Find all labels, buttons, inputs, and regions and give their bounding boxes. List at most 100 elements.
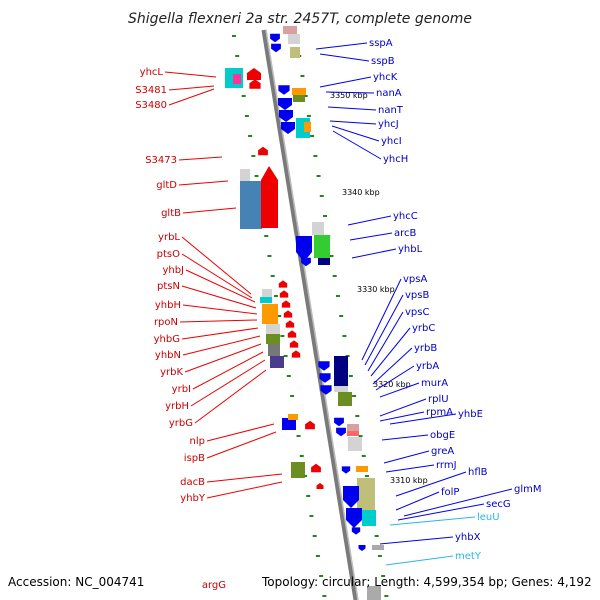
gene-label-rpoN[interactable]: rpoN (154, 317, 178, 328)
leader-line-yhcL (164, 71, 217, 78)
leader-line-yrbI (192, 351, 264, 390)
leader-line-yrbK (184, 343, 262, 373)
leader-line-yhcH (332, 130, 382, 160)
gene-label-ptsO[interactable]: ptsO (157, 249, 180, 260)
gene-label-rrmJ[interactable]: rrmJ (436, 460, 457, 471)
leader-line-yhbY (206, 481, 283, 499)
gene-label-gltD[interactable]: gltD (156, 180, 177, 191)
gene-label-folP[interactable]: folP (441, 487, 459, 498)
leader-line-yhcI (331, 125, 380, 142)
gene-label-dacB[interactable]: dacB (180, 477, 205, 488)
reverse-strand-features (270, 26, 384, 600)
leader-line-yhbL (351, 248, 397, 259)
gene-label-gltB[interactable]: gltB (161, 208, 181, 219)
leader-line-yhcK (319, 76, 372, 88)
gene-label-yhbN[interactable]: yhbN (155, 350, 181, 361)
gene-label-yhbE[interactable]: yhbE (458, 409, 483, 420)
leader-line-yrbG (194, 369, 267, 424)
gene-label-secG[interactable]: secG (486, 499, 511, 510)
leader-line-gltB (182, 207, 237, 214)
leader-line-murA (379, 382, 420, 398)
gene-label-arcB[interactable]: arcB (394, 228, 417, 239)
gene-label-yhbY[interactable]: yhbY (180, 493, 206, 504)
map-title: Shigella flexneri 2a str. 2457T, complet… (128, 11, 472, 27)
gene-label-vpsC[interactable]: vpsC (405, 307, 429, 318)
kbp-label-3350: 3350 kbp (330, 91, 368, 100)
gene-label-yrbH[interactable]: yrbH (165, 401, 189, 412)
gene-label-yhcI[interactable]: yhcI (381, 136, 402, 147)
leader-line-yhbN (182, 335, 261, 356)
leader-line-ispB (206, 431, 277, 459)
leader-line-vpsB (364, 294, 404, 366)
gene-label-yrbI[interactable]: yrbI (172, 384, 191, 395)
genome-backbone (261, 29, 359, 600)
gene-label-sspA[interactable]: sspA (369, 38, 393, 49)
kbp-label-3330: 3330 kbp (357, 285, 395, 294)
gene-label-metY[interactable]: metY (455, 551, 482, 562)
gene-label-ptsN[interactable]: ptsN (157, 281, 180, 292)
leader-line-vpsA (361, 278, 402, 361)
leader-line-secG (397, 503, 485, 521)
gene-label-vpsA[interactable]: vpsA (403, 274, 427, 285)
leader-line-folP (395, 491, 440, 511)
kbp-scale: 3350 kbp 3340 kbp 3330 kbp 3320 kbp 3310… (330, 91, 428, 485)
gene-label-argG[interactable]: argG (202, 580, 226, 591)
gene-label-greA[interactable]: greA (431, 446, 454, 457)
gene-label-yhbH[interactable]: yhbH (155, 300, 181, 311)
gene-label-leuU[interactable]: leuU (477, 512, 500, 523)
gene-label-yhcC[interactable]: yhcC (393, 211, 418, 222)
gene-label-yhbJ[interactable]: yhbJ (162, 265, 184, 276)
leader-lines (164, 42, 513, 566)
gene-label-nanT[interactable]: nanT (378, 105, 404, 116)
gene-label-yhcH[interactable]: yhcH (383, 154, 408, 165)
leader-line-dacB (206, 473, 283, 483)
kbp-label-3310: 3310 kbp (390, 476, 428, 485)
leader-line-yhbJ (185, 269, 256, 303)
gene-label-yhbG[interactable]: yhbG (154, 334, 180, 345)
gene-label-ispB[interactable]: ispB (184, 453, 205, 464)
gene-label-S3473[interactable]: S3473 (145, 155, 177, 166)
leader-line-rpmA (379, 411, 425, 422)
leader-line-rplU (379, 398, 427, 417)
gene-label-yrbK[interactable]: yrbK (160, 367, 183, 378)
leader-line-ptsO (181, 253, 253, 299)
leader-line-S3480 (168, 88, 215, 106)
gene-label-hflB[interactable]: hflB (468, 467, 488, 478)
leader-line-S3473 (178, 156, 223, 161)
leader-line-vpsC (367, 311, 404, 372)
gene-label-rplU[interactable]: rplU (428, 394, 449, 405)
gene-label-glmM[interactable]: glmM (514, 484, 542, 495)
gene-label-sspB[interactable]: sspB (371, 56, 395, 67)
forward-arrow-stack (278, 280, 301, 358)
gene-label-yhbX[interactable]: yhbX (455, 532, 481, 543)
accession-label: Accession: NC_004741 (8, 575, 145, 589)
gene-label-nlp[interactable]: nlp (190, 436, 205, 447)
gene-label-yhbL[interactable]: yhbL (398, 244, 423, 255)
leader-line-yhcC (347, 215, 392, 226)
gene-label-S3480[interactable]: S3480 (135, 100, 167, 111)
gene-label-rpmA[interactable]: rpmA (426, 407, 453, 418)
gene-label-vpsB[interactable]: vpsB (405, 290, 429, 301)
gene-label-yhcK[interactable]: yhcK (373, 72, 398, 83)
gene-label-murA[interactable]: murA (421, 378, 448, 389)
gene-label-yhcJ[interactable]: yhcJ (378, 119, 399, 130)
leader-line-nlp (206, 423, 275, 442)
gene-label-S3481[interactable]: S3481 (135, 85, 167, 96)
leader-line-yrbB (372, 347, 413, 385)
leader-line-yhbX (379, 536, 454, 545)
gene-label-obgE[interactable]: obgE (430, 430, 455, 441)
leader-line-yhcJ (329, 120, 377, 125)
leader-line-yrbH (190, 359, 266, 407)
gene-label-yhcL[interactable]: yhcL (140, 67, 164, 78)
gene-label-yrbB[interactable]: yrbB (414, 343, 437, 354)
kbp-label-3340: 3340 kbp (342, 188, 380, 197)
gene-label-yrbL[interactable]: yrbL (158, 232, 180, 243)
gene-label-yrbC[interactable]: yrbC (412, 323, 435, 334)
leader-line-yrbA (375, 365, 415, 391)
gene-label-yrbA[interactable]: yrbA (416, 361, 439, 372)
forward-strand-features (225, 68, 324, 489)
leader-line-nanA (325, 91, 375, 94)
gene-label-nanA[interactable]: nanA (376, 88, 402, 99)
gene-label-yrbG[interactable]: yrbG (169, 418, 193, 429)
